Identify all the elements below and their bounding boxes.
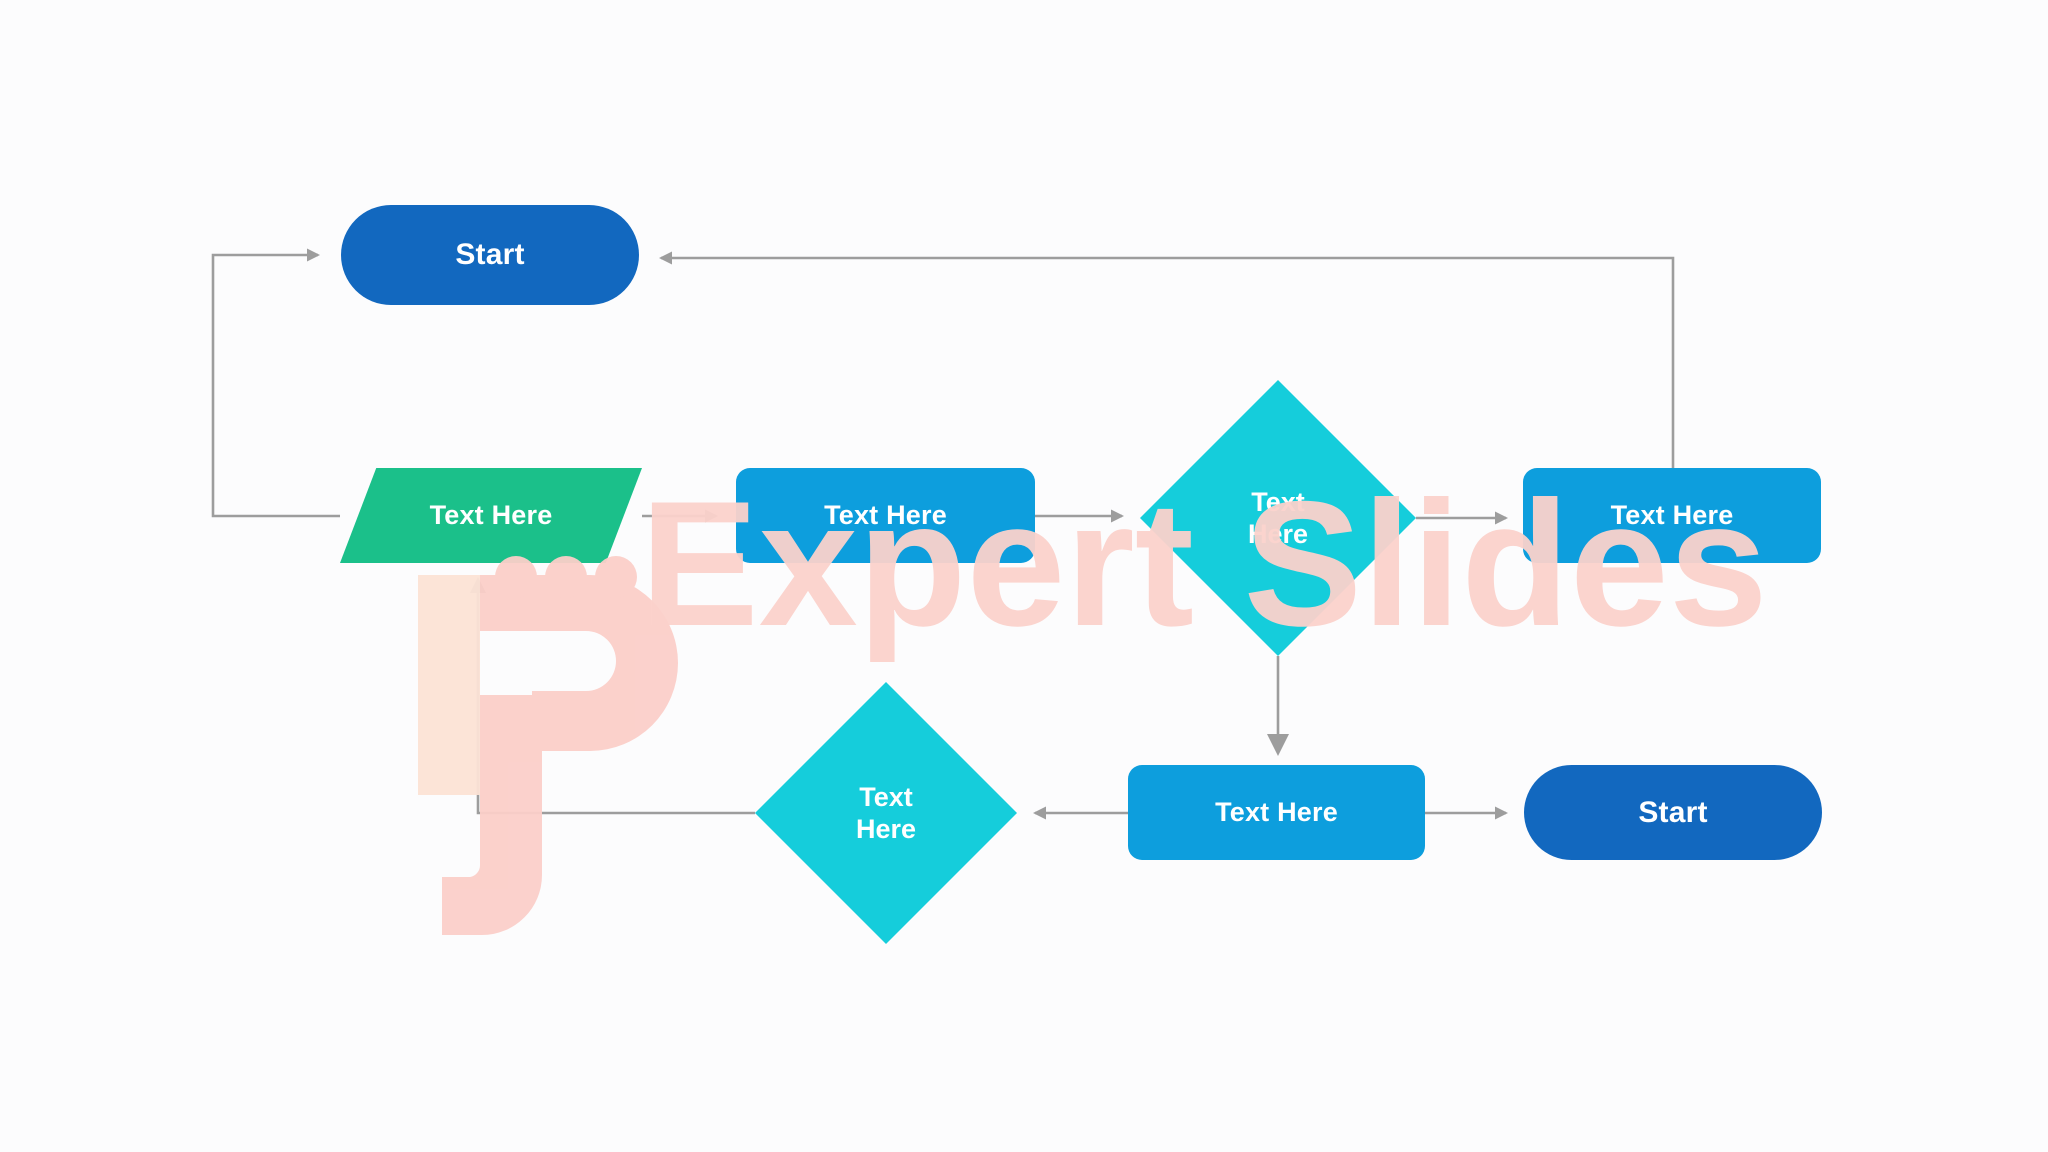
node-start-top[interactable]: Start <box>341 205 639 305</box>
node-process-2-label: Text Here <box>1610 499 1734 530</box>
node-start-top-label: Start <box>455 238 525 272</box>
node-process-2[interactable]: Text Here <box>1523 468 1821 563</box>
node-input-data[interactable]: Text Here <box>340 468 642 563</box>
node-decision-1[interactable]: Text Here <box>1140 380 1416 656</box>
node-start-end[interactable]: Start <box>1524 765 1822 860</box>
edge-process2-to-start <box>659 251 1675 468</box>
node-decision-2[interactable]: Text Here <box>755 682 1017 944</box>
node-start-end-label: Start <box>1638 795 1708 829</box>
node-decision-1-label: Text Here <box>1247 486 1309 549</box>
node-input-data-label: Text Here <box>429 499 553 530</box>
edge-decision2-to-input <box>470 577 755 815</box>
edge-input-to-start <box>211 248 340 518</box>
node-decision-2-label: Text Here <box>855 781 917 844</box>
node-process-1[interactable]: Text Here <box>736 468 1035 563</box>
node-process-3-label: Text Here <box>1215 796 1338 827</box>
node-process-3[interactable]: Text Here <box>1128 765 1425 860</box>
node-process-1-label: Text Here <box>824 499 947 530</box>
